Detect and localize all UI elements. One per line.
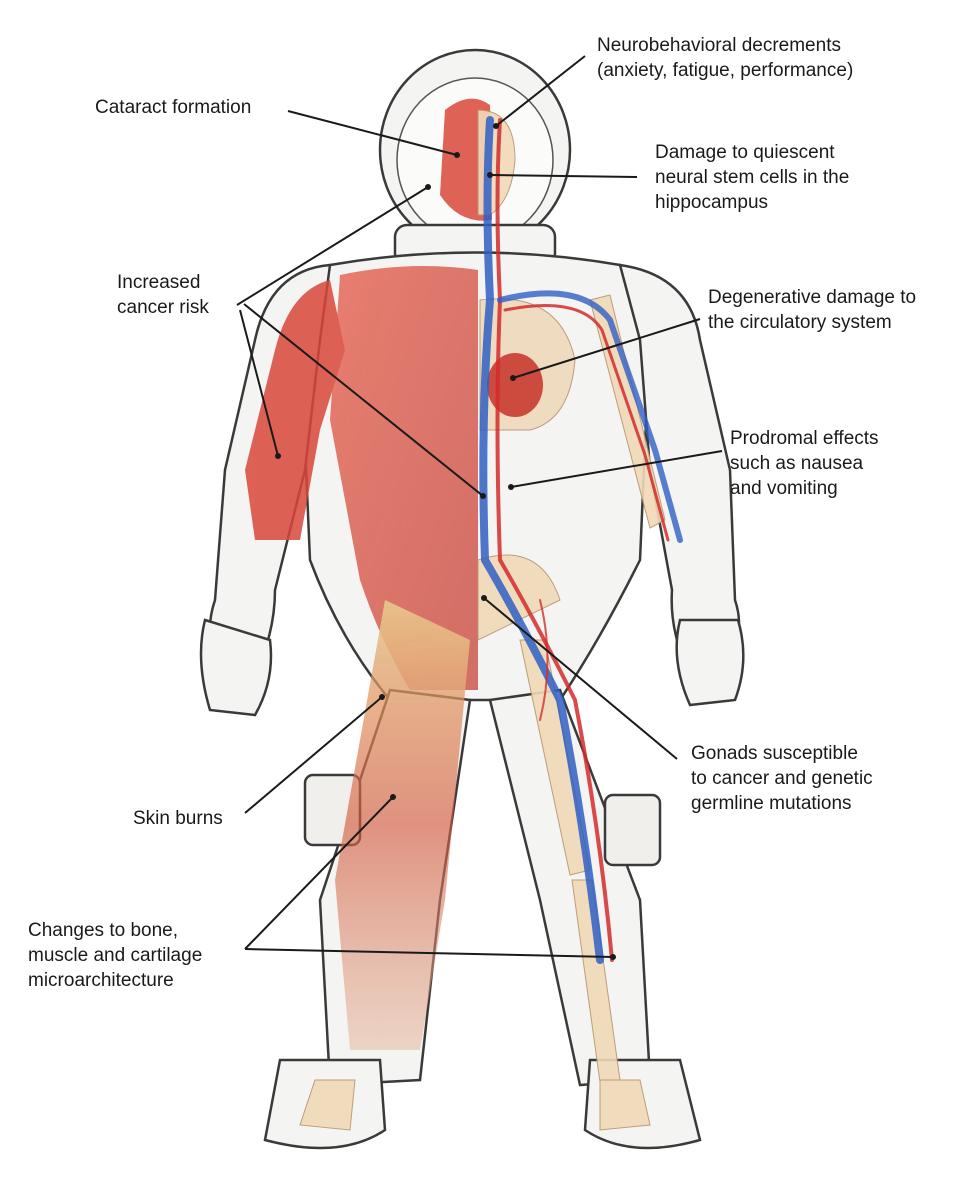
leader-gonads: [483, 597, 678, 760]
leader-cancer-arm: [239, 309, 279, 457]
vessels: [479, 116, 683, 964]
vein-main: [479, 116, 604, 964]
leader-neural-stem: [489, 174, 638, 178]
leader-prodromal: [510, 450, 723, 488]
torso-muscle: [330, 266, 478, 690]
label-bone-muscle: Changes to bone, muscle and cartilage mi…: [28, 920, 203, 991]
leader-cataract: [287, 110, 458, 156]
glove-right: [675, 618, 745, 707]
label-cataract: Cataract formation: [95, 97, 252, 118]
vein-arm: [497, 290, 683, 543]
artery-main: [495, 118, 614, 962]
glove-left: [199, 618, 273, 717]
foot-left: [299, 1079, 356, 1131]
label-neurobehavioral: Neurobehavioral decrements (anxiety, fat…: [597, 35, 854, 81]
leader-cancer-head: [236, 186, 429, 306]
leader-lines: [236, 55, 723, 958]
label-neural-stem: Damage to quiescent neural stem cells in…: [655, 142, 850, 213]
label-circulatory: Degenerative damage to the circulatory s…: [708, 287, 917, 333]
label-prodromal: Prodromal effects such as nausea and vom…: [730, 428, 879, 499]
artery-arm: [503, 304, 670, 542]
leg-muscle: [335, 600, 470, 1050]
muscle-layer: [245, 98, 492, 1050]
arm-muscle: [245, 280, 345, 540]
knee-pad-right: [603, 793, 662, 867]
leader-circulatory: [512, 318, 701, 379]
leader-neurobehavioral: [495, 55, 586, 127]
heart: [487, 353, 543, 417]
label-skin-burns: Skin burns: [133, 808, 223, 829]
leader-bone-leg: [244, 796, 394, 950]
leader-bone-shin: [244, 948, 614, 958]
leader-cancer-torso: [243, 303, 484, 497]
label-gonads: Gonads susceptible to cancer and genetic…: [691, 743, 873, 814]
artery-branch: [539, 599, 549, 721]
leader-skin-burns: [244, 696, 383, 814]
foot-right: [599, 1079, 651, 1131]
label-cancer-risk: Increased cancer risk: [117, 272, 209, 318]
leader-dots: [275, 123, 616, 960]
